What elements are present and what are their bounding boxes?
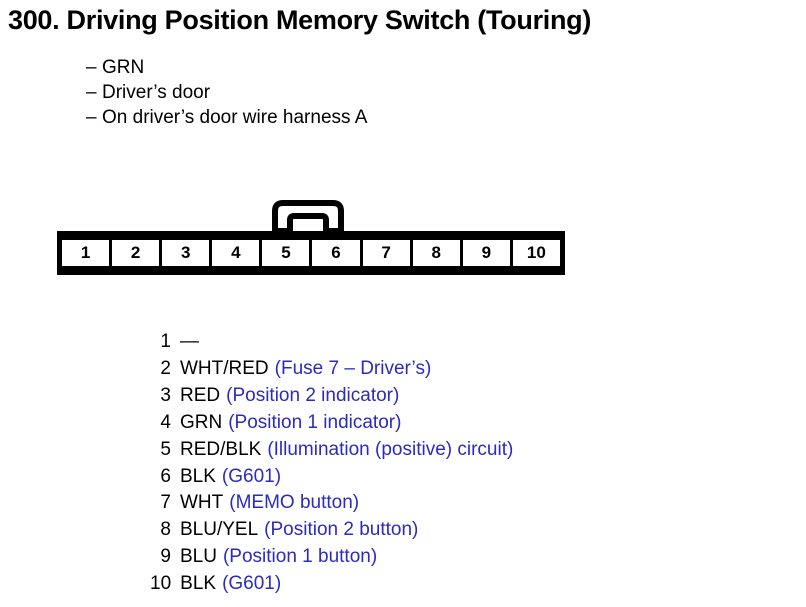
pin-number: 5 [160,438,171,460]
pin-description: (Position 2 button) [264,519,419,541]
pin-description: (Position 1 button) [222,546,378,568]
pin-description: (Illumination (positive) circuit) [267,438,514,460]
connector-pin-1: 1 [62,240,110,266]
connector-pin-3: 3 [159,240,210,266]
pin-wire-color: — [180,331,199,352]
pin-wire-color: BLU [180,546,217,568]
pin-list-row: 5 RED/BLK(Illumination (positive) circuit… [150,437,770,464]
subtitle-list: –GRN–Driver’s door–On driver’s door wire… [86,55,686,130]
pin-number: 2 [160,357,171,379]
pin-list-row: 6 BLK(G601) [150,464,770,491]
connector-pin-5: 5 [259,240,310,266]
subtitle-item-label: GRN [102,57,145,78]
connector-pin-6: 6 [309,240,360,266]
pin-wire-color: BLK [180,573,217,595]
subtitle-item-label: Driver’s door [102,82,211,103]
pin-wire-color: RED [180,384,221,406]
pin-list-row: 2 WHT/RED(Fuse 7 – Driver’s) [150,356,770,383]
pin-wire-color: BLU/YEL [180,519,259,541]
pin-description: (Position 2 indicator) [226,384,400,406]
pin-description: (MEMO button) [229,492,360,514]
title-block: 300. Driving Position Memory Switch (Tou… [8,4,798,36]
pin-wire-color: GRN [180,411,223,433]
subtitle-item: –GRN [86,55,686,80]
pin-number: 3 [160,384,171,406]
pin-wire-color: WHT [180,492,224,514]
pin-list-row: 1— [150,329,770,356]
pin-list-row: 10 BLK(G601) [150,571,770,598]
connector-latch-tab-icon [266,200,350,234]
en-dash-bullet-icon: – [86,107,97,128]
pin-number: 9 [160,546,171,568]
pin-list-row: 9 BLU(Position 1 button) [150,544,770,571]
pin-description: (G601) [222,573,282,595]
connector-pin-10: 10 [509,240,560,266]
pin-number: 8 [160,519,171,541]
pin-number: 1 [160,331,171,352]
subtitle-item: –Driver’s door [86,80,686,105]
pin-description: (Position 1 indicator) [228,411,402,433]
pin-wire-color: BLK [180,465,216,487]
pin-number: 6 [160,465,171,487]
connector-pin-8: 8 [409,240,460,266]
page-title: 300. Driving Position Memory Switch (Tou… [8,5,592,35]
pin-list-row: 8 BLU/YEL(Position 2 button) [150,517,770,544]
pin-number: 7 [160,492,171,514]
pin-wire-color: WHT/RED [180,357,269,379]
connector-pin-9: 9 [459,240,510,266]
pin-number: 10 [150,573,172,595]
pin-list-row: 3 RED(Position 2 indicator) [150,383,770,410]
subtitle-item-label: On driver’s door wire harness A [102,107,368,128]
connector-pin-2: 2 [109,240,160,266]
pin-wire-color: RED/BLK [180,438,262,460]
pin-number: 4 [160,411,171,433]
connector-pin-4: 4 [209,240,260,266]
pin-description: (Fuse 7 – Driver’s) [274,357,432,379]
connector-pin-7: 7 [359,240,410,266]
en-dash-bullet-icon: – [86,82,97,103]
pin-list-row: 7 WHT(MEMO button) [150,490,770,517]
subtitle-item: –On driver’s door wire harness A [86,105,686,130]
pin-list-row: 4 GRN(Position 1 indicator) [150,410,770,437]
en-dash-bullet-icon: – [86,57,97,78]
pin-description: (G601) [221,465,282,487]
